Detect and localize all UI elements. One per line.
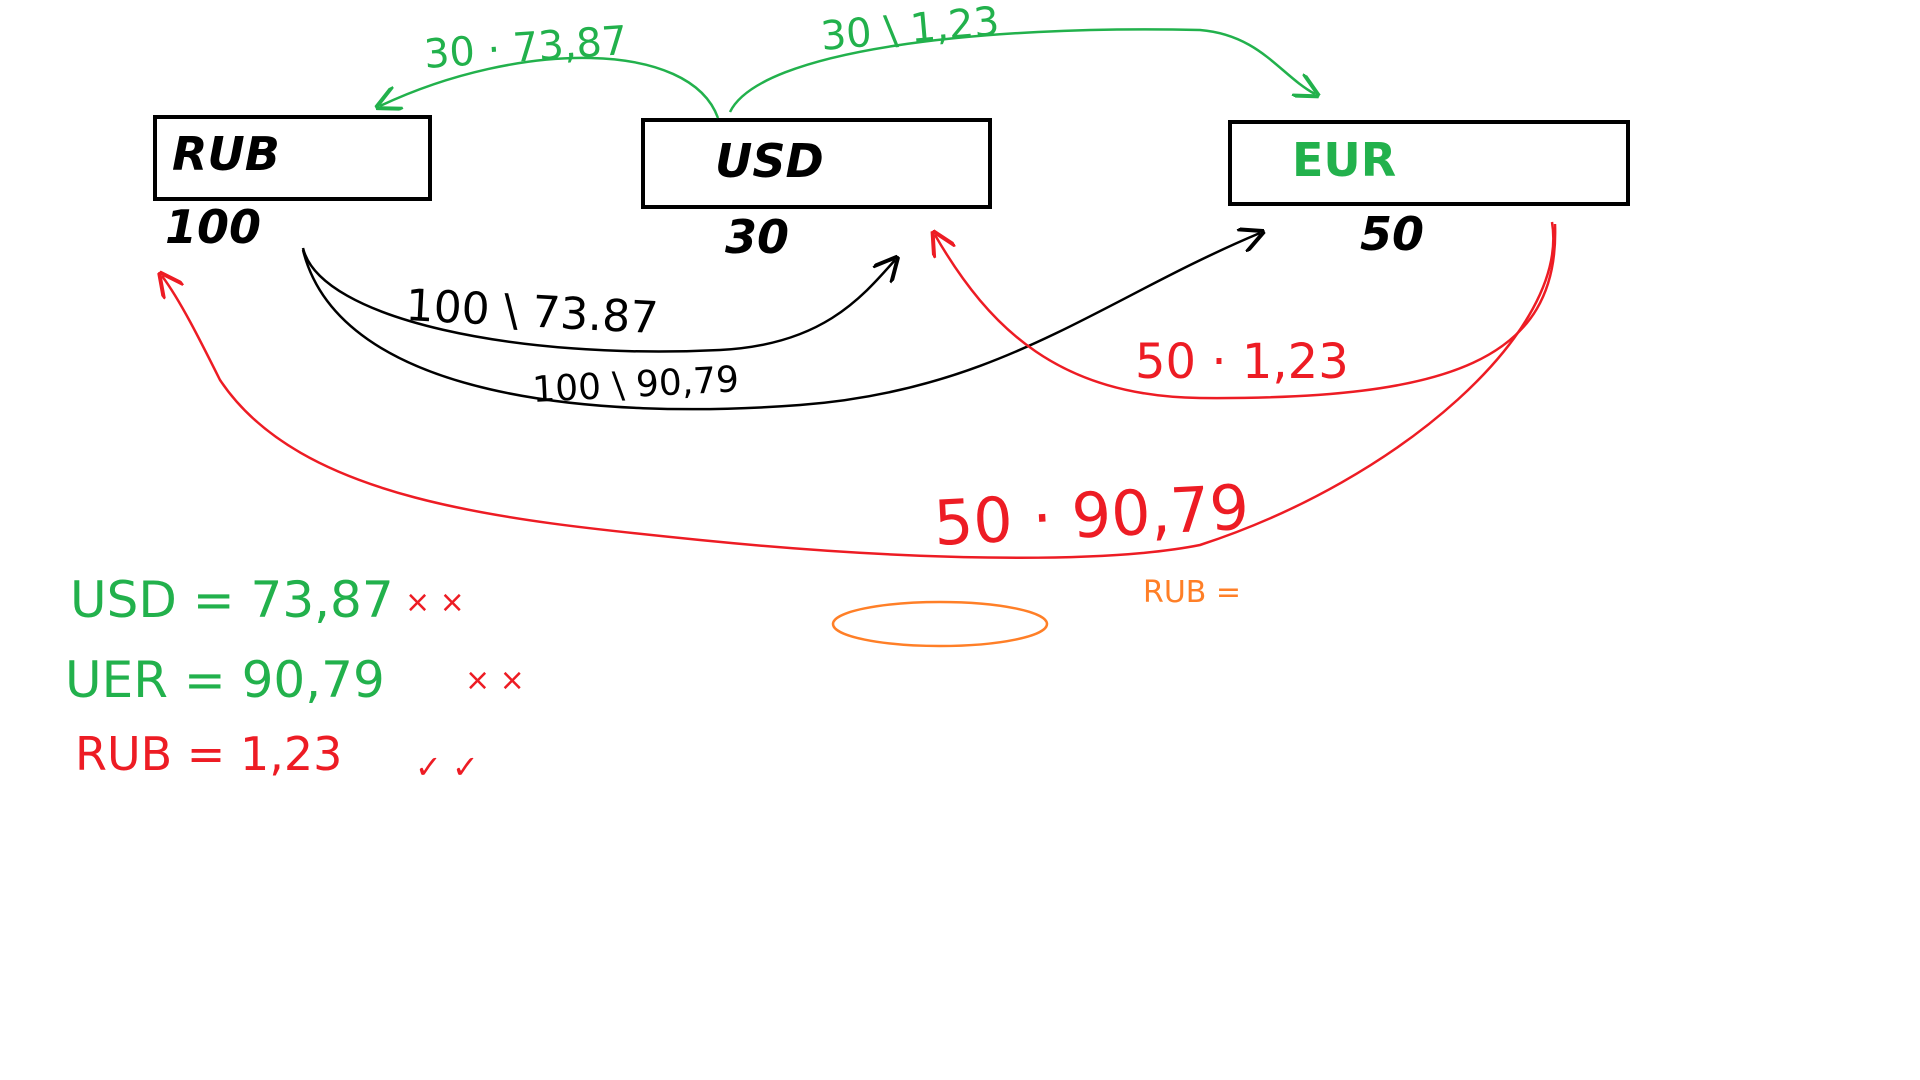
rate-rub-marks: ✓ ✓ (415, 748, 479, 786)
arrow-rub-to-eur (301, 233, 1260, 411)
label-eur-to-usd: 50 · 1,23 (1135, 334, 1349, 390)
label-rub-to-usd: 100 \ 73.87 (404, 280, 659, 344)
rate-usd-marks: × × (405, 585, 465, 620)
usd-amount: 30 (725, 210, 789, 264)
arrow-eur-to-rub (162, 221, 1555, 559)
rate-usd: USD = 73,87 (70, 571, 394, 629)
usd-box: USD (641, 118, 992, 209)
eur-amount: 50 (1360, 207, 1424, 261)
arrow-eur-to-usd (935, 223, 1557, 400)
rub-label: RUB (172, 127, 280, 181)
rate-uer-marks: × × (465, 663, 525, 698)
eur-box: EUR (1228, 120, 1630, 206)
label-usd-to-rub: 30 · 73,87 (422, 18, 628, 78)
label-usd-to-eur: 30 \ 1,23 (819, 0, 1001, 60)
arrow-usd-to-rub (380, 56, 720, 119)
orange-note: RUB = (1143, 575, 1241, 610)
label-rub-to-eur: 100 \ 90,79 (531, 359, 740, 411)
eur-label: EUR (1292, 133, 1396, 187)
rates-list: USD = 73,87 × × UER = 90,79 × × RUB = 1,… (65, 571, 525, 786)
rub-box: RUB (153, 115, 432, 201)
orange-ellipse (831, 600, 1049, 648)
label-eur-to-rub: 50 · 90,79 (932, 471, 1251, 560)
arrow-rub-to-usd (301, 247, 895, 353)
rub-amount: 100 (165, 200, 261, 254)
rate-uer: UER = 90,79 (65, 651, 385, 709)
rate-rub: RUB = 1,23 (75, 727, 342, 781)
usd-label: USD (715, 134, 824, 188)
arrow-usd-to-eur (728, 28, 1315, 113)
